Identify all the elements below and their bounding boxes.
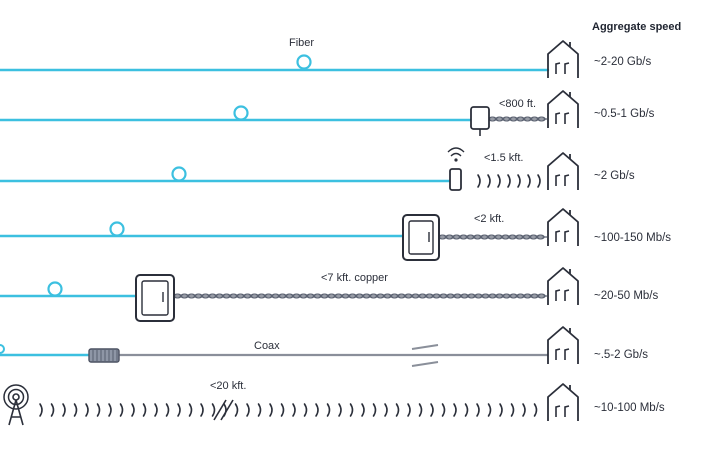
radio-tower-icon [3,384,29,426]
distance-fwa: <1.5 kft. [484,152,524,164]
distance-fttb: <2 kft. [474,213,505,225]
house-icon [547,152,579,190]
house-icon [547,383,579,421]
coax-amplifier-icon [88,348,120,363]
distance-fttdp: <800 ft. [499,98,537,110]
speed-hfc: ~.5-2 Gb/s [594,349,649,361]
wireless-waves-long [39,403,538,417]
fiber-label: Fiber [289,37,315,49]
fiber-marker-fttb [109,221,125,237]
house-icon [547,90,579,128]
speed-fwa: ~2 Gb/s [594,170,635,182]
coax-label: Coax [254,340,280,352]
break-mark [220,399,234,421]
coax-split-mark [411,361,439,367]
speed-fttb: ~100-150 Mb/s [594,232,672,244]
copper-line-fttn [173,293,547,299]
fiber-marker-hfc [0,344,5,354]
coax-split-mark [411,344,439,350]
speed-fttp: ~2-20 Gb/s [594,56,652,68]
aggregate-speed-header: Aggregate speed [592,21,682,33]
break-mark [213,399,227,421]
copper-line-fttb [438,234,547,240]
wireless-waves-fwa [477,174,541,188]
distance-fttn: <7 kft. copper [321,272,388,284]
copper-line-fttdp [488,116,547,122]
house-icon [547,326,579,364]
speed-fttdp: ~0.5-1 Gb/s [594,108,655,120]
house-icon [547,40,579,78]
cabinet-icon [135,274,175,322]
cabinet-icon [402,214,440,261]
fiber-marker-fttn [47,281,63,297]
speed-wireless: ~10-100 Mb/s [594,402,665,414]
fiber-marker-fttdp [233,105,249,121]
fiber-marker-fwa [171,166,187,182]
equipment [0,40,579,426]
speed-fttn: ~20-50 Mb/s [594,290,659,302]
medium-lines [0,68,550,417]
antenna-icon [447,147,465,191]
fiber-node-icon [470,106,490,136]
house-icon [547,208,579,246]
fiber-marker-fttp [296,54,312,70]
house-icon [547,267,579,305]
distance-wireless: <20 kft. [210,380,247,392]
